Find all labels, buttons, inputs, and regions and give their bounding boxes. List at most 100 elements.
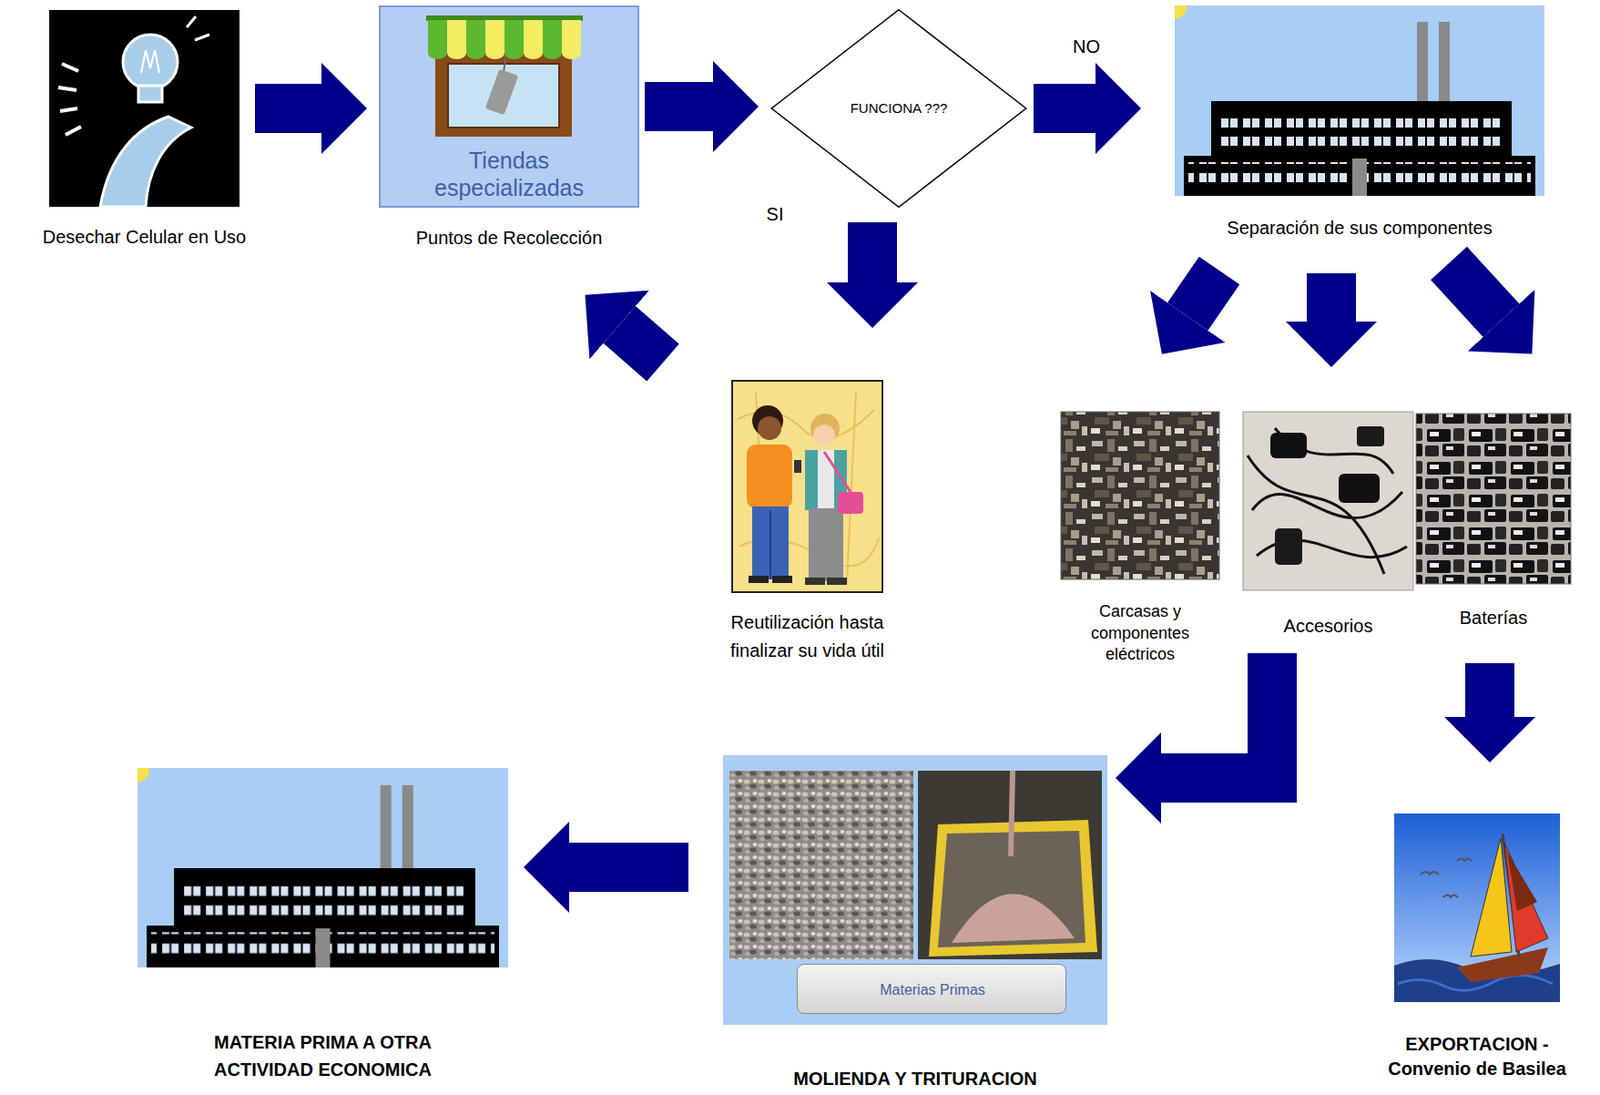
- ship-picture: [1394, 813, 1560, 1002]
- shop-picture: [379, 6, 639, 207]
- factory-picture: [137, 767, 509, 968]
- node-caption: Accesorios: [1237, 614, 1420, 637]
- node-caption: Reutilización hasta finalizar su vida út…: [698, 608, 918, 665]
- icon-box: Desechar Celular en Uso: [49, 10, 240, 207]
- node-caption: Puntos de Recolección: [372, 226, 646, 249]
- batteries-box: Baterías: [1416, 413, 1571, 584]
- flow-arrow: [1465, 662, 1515, 717]
- node-caption: EXPORTACION - Convenio de Basilea: [1372, 1031, 1582, 1081]
- node-caption: Desechar Celular en Uso: [8, 225, 282, 248]
- bulb-icon: [58, 87, 77, 91]
- shop-picture: [485, 69, 519, 116]
- edge-label-holder: SI: [764, 203, 787, 225]
- bulb-icon: [194, 34, 210, 41]
- shop-picture: [448, 63, 560, 128]
- collection-box: Tiendas especializadasPuntos de Recolecc…: [379, 6, 639, 207]
- grinding-picture: [723, 754, 1108, 1025]
- casings-photo: [1060, 411, 1220, 580]
- bulb-icon: [141, 50, 160, 73]
- bulb-icon: [65, 126, 82, 135]
- people-picture: [732, 380, 883, 592]
- flow-arrow: [1306, 273, 1356, 322]
- accessories-photo: [1274, 528, 1303, 565]
- accessories-photo: [1243, 411, 1414, 591]
- flow-arrow: [619, 324, 663, 363]
- shop-picture: [561, 46, 581, 60]
- accessories-photo: [1247, 428, 1407, 574]
- flow-arrow: [569, 842, 689, 892]
- edge-label: SI: [764, 203, 787, 225]
- edge-label-holder: NO: [1070, 35, 1103, 58]
- people-picture: [794, 459, 802, 473]
- people-picture: [772, 575, 793, 583]
- shop-picture: [504, 46, 524, 60]
- bulb-icon: [61, 63, 79, 72]
- bulb-icon: [49, 10, 240, 207]
- node-label: Materias Primas: [806, 980, 1059, 999]
- diamond-outline: [771, 10, 1026, 207]
- people-picture: [805, 449, 818, 510]
- flow-arrow: [1448, 263, 1502, 321]
- flow-arrow: [644, 81, 714, 132]
- people-picture: [805, 577, 826, 585]
- factory-picture: [1174, 5, 1545, 196]
- bulb-icon: [100, 116, 192, 207]
- grinding-picture: [917, 770, 1102, 959]
- grinding-box: MOLIENDA Y TRITURACIONMaterias Primas: [723, 754, 1108, 1025]
- shop-picture: [542, 46, 562, 60]
- factory-box: MATERIA PRIMA A OTRA ACTIVIDAD ECONOMICA: [137, 767, 509, 968]
- shop-picture: [428, 46, 448, 60]
- edge-label: NO: [1070, 35, 1103, 58]
- accessories-photo: [1243, 411, 1414, 591]
- accessories-box: Accesorios: [1243, 411, 1414, 591]
- grinding-picture: [1010, 770, 1013, 857]
- flow-arrow: [1187, 270, 1220, 316]
- people-picture: [732, 380, 883, 592]
- ship-picture: [1394, 813, 1560, 1002]
- flow-arrow: [847, 222, 897, 283]
- people-picture: [752, 506, 789, 580]
- casings-box: Carcasas y componentes eléctricos: [1060, 411, 1220, 580]
- grinding-picture: [723, 754, 1108, 1025]
- people-picture: [824, 451, 851, 492]
- shop-picture: [379, 6, 639, 207]
- flow-arrow: [1033, 83, 1096, 133]
- bulb-icon: [122, 34, 178, 90]
- grinding-picture: [951, 893, 1075, 943]
- people-picture: [826, 577, 847, 585]
- ship-picture: [1420, 858, 1472, 898]
- accessories-photo: [1270, 432, 1307, 459]
- shop-picture: [485, 46, 505, 60]
- node-label: FUNCIONA ???: [830, 100, 968, 117]
- people-picture: [769, 509, 772, 580]
- raw-material-tag: Materias Primas: [796, 963, 1067, 1014]
- people-picture: [837, 491, 864, 514]
- ship-picture: [1507, 851, 1538, 911]
- shop-picture: [466, 46, 486, 60]
- people-picture: [748, 575, 769, 583]
- node-caption: MOLIENDA Y TRITURACION: [733, 1067, 1098, 1090]
- people-picture: [757, 416, 782, 440]
- batteries-photo: [1416, 413, 1571, 584]
- node-caption: Carcasas y componentes eléctricos: [1076, 601, 1204, 666]
- node-caption: Separación de sus componentes: [1177, 216, 1542, 239]
- accessories-photo: [1356, 426, 1385, 447]
- flow-arrow: [254, 83, 322, 133]
- people-picture: [813, 424, 836, 447]
- people-picture: [808, 508, 844, 581]
- node-caption: Baterías: [1411, 606, 1576, 629]
- people-picture: [737, 391, 879, 583]
- people-picture: [746, 444, 793, 509]
- ship-picture: [1504, 842, 1549, 952]
- bulb-icon: [49, 10, 240, 207]
- bulb-icon: [138, 85, 163, 102]
- bulb-icon: [186, 16, 196, 28]
- shop-picture: [447, 46, 467, 60]
- bulb-icon: [60, 108, 78, 112]
- shop-picture: [523, 46, 543, 60]
- reuse-box: Reutilización hasta finalizar su vida út…: [732, 380, 883, 592]
